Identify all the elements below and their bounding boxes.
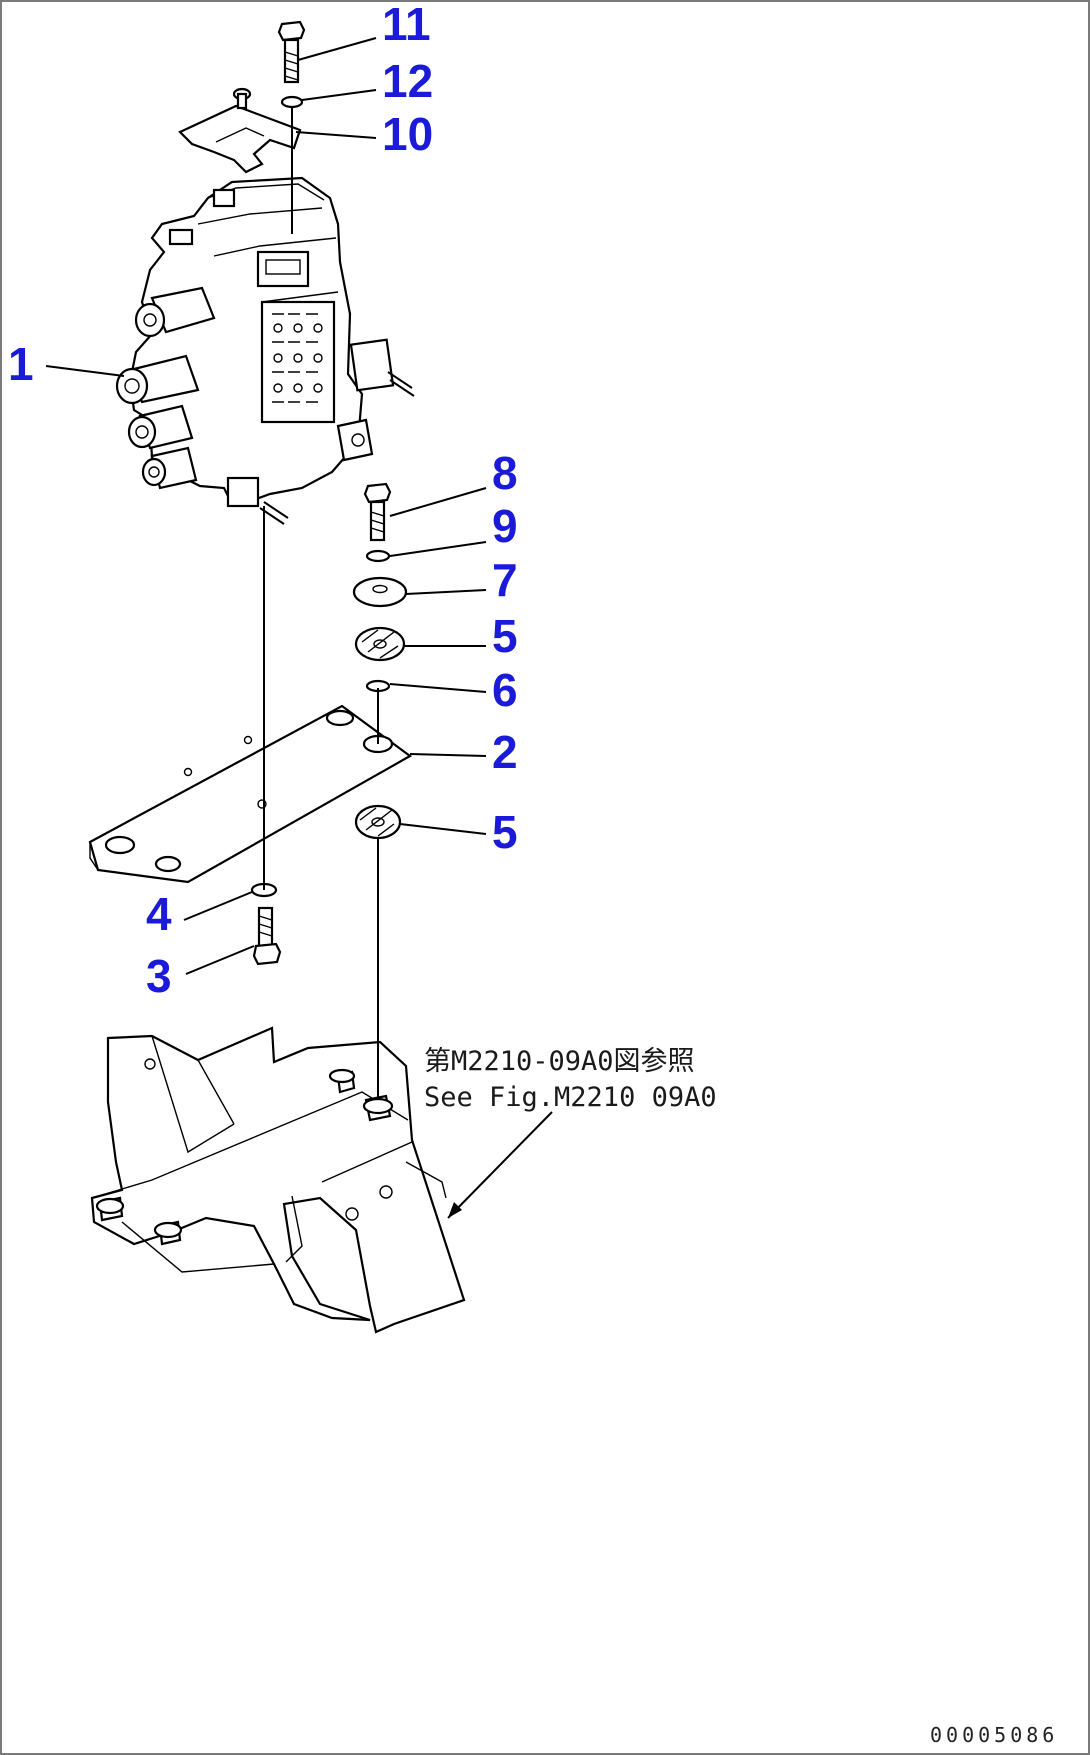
part-1-control-valve xyxy=(115,176,415,525)
part-5-cushion-upper xyxy=(354,626,406,662)
part-9-washer xyxy=(365,549,391,563)
callout-11: 11 xyxy=(382,2,431,50)
callout-4: 4 xyxy=(146,888,172,940)
part-7-plate-washer xyxy=(352,576,408,608)
callout-5-lower: 5 xyxy=(492,806,518,858)
part-3-bolt xyxy=(252,906,282,966)
part-2-mounting-plate xyxy=(88,704,413,884)
callout-5-upper: 5 xyxy=(492,610,518,662)
part-10-bracket xyxy=(178,87,302,174)
callout-3: 3 xyxy=(146,950,172,1002)
reference-note-en: See Fig.M2210 09A0 xyxy=(424,1082,717,1113)
frame-mount-studs xyxy=(95,1068,394,1246)
valve-spool-caps xyxy=(115,286,216,490)
part-12-washer xyxy=(280,95,304,109)
part-11-bolt xyxy=(277,20,306,84)
document-id: 00005086 xyxy=(930,1723,1058,1747)
callout-leaders xyxy=(45,37,553,1219)
reference-note-jp: 第M2210-09A0図参照 xyxy=(424,1046,695,1077)
callout-1: 1 xyxy=(8,338,34,390)
part-8-bolt xyxy=(363,482,392,542)
frame-bracket xyxy=(90,1026,466,1334)
callout-10: 10 xyxy=(382,108,433,160)
callout-7: 7 xyxy=(492,554,518,606)
assembly-lines xyxy=(263,108,379,1100)
part-5-cushion-lower xyxy=(354,804,402,840)
callout-8: 8 xyxy=(492,447,518,499)
callout-12: 12 xyxy=(382,55,433,107)
solenoid-connector xyxy=(336,338,415,462)
callout-2: 2 xyxy=(492,726,518,778)
callout-6: 6 xyxy=(492,664,518,716)
callout-9: 9 xyxy=(492,500,518,552)
